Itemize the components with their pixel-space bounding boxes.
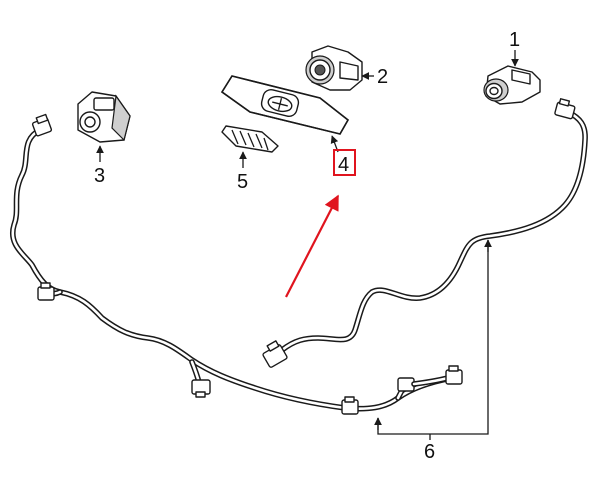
part-3-sensor-bracket: 3 xyxy=(77,91,131,187)
part-4-highlight-box xyxy=(333,149,356,176)
part-label-1: 1 xyxy=(509,29,520,51)
right-harness-connector-left xyxy=(262,340,288,368)
part-label-5: 5 xyxy=(237,171,248,193)
part-label-4: 4 xyxy=(338,154,349,176)
harness-connector-bottom-right-1 xyxy=(397,375,451,392)
part-6-leader: 6 xyxy=(374,239,492,463)
right-harness-connector-top xyxy=(554,98,576,120)
harness-connector-mid-left xyxy=(37,282,55,301)
left-wiring-harness xyxy=(9,127,455,412)
part-label-2: 2 xyxy=(377,66,388,88)
right-wiring-harness xyxy=(279,109,588,353)
harness-connector-top-left xyxy=(31,113,53,137)
part-1-parking-sensor: 1 xyxy=(483,29,541,105)
part-5-retainer-strip: 5 xyxy=(221,125,279,193)
harness-connector-bottom-left xyxy=(191,379,211,398)
highlight-arrow xyxy=(285,194,339,298)
harness-connector-bottom-right-2 xyxy=(445,365,463,385)
part-4-grille: 4 xyxy=(220,75,356,176)
harness-connector-bottom-center xyxy=(341,396,359,415)
part-2-sensor: 2 xyxy=(305,45,388,91)
part-label-6: 6 xyxy=(424,441,435,463)
part-label-3: 3 xyxy=(94,165,105,187)
